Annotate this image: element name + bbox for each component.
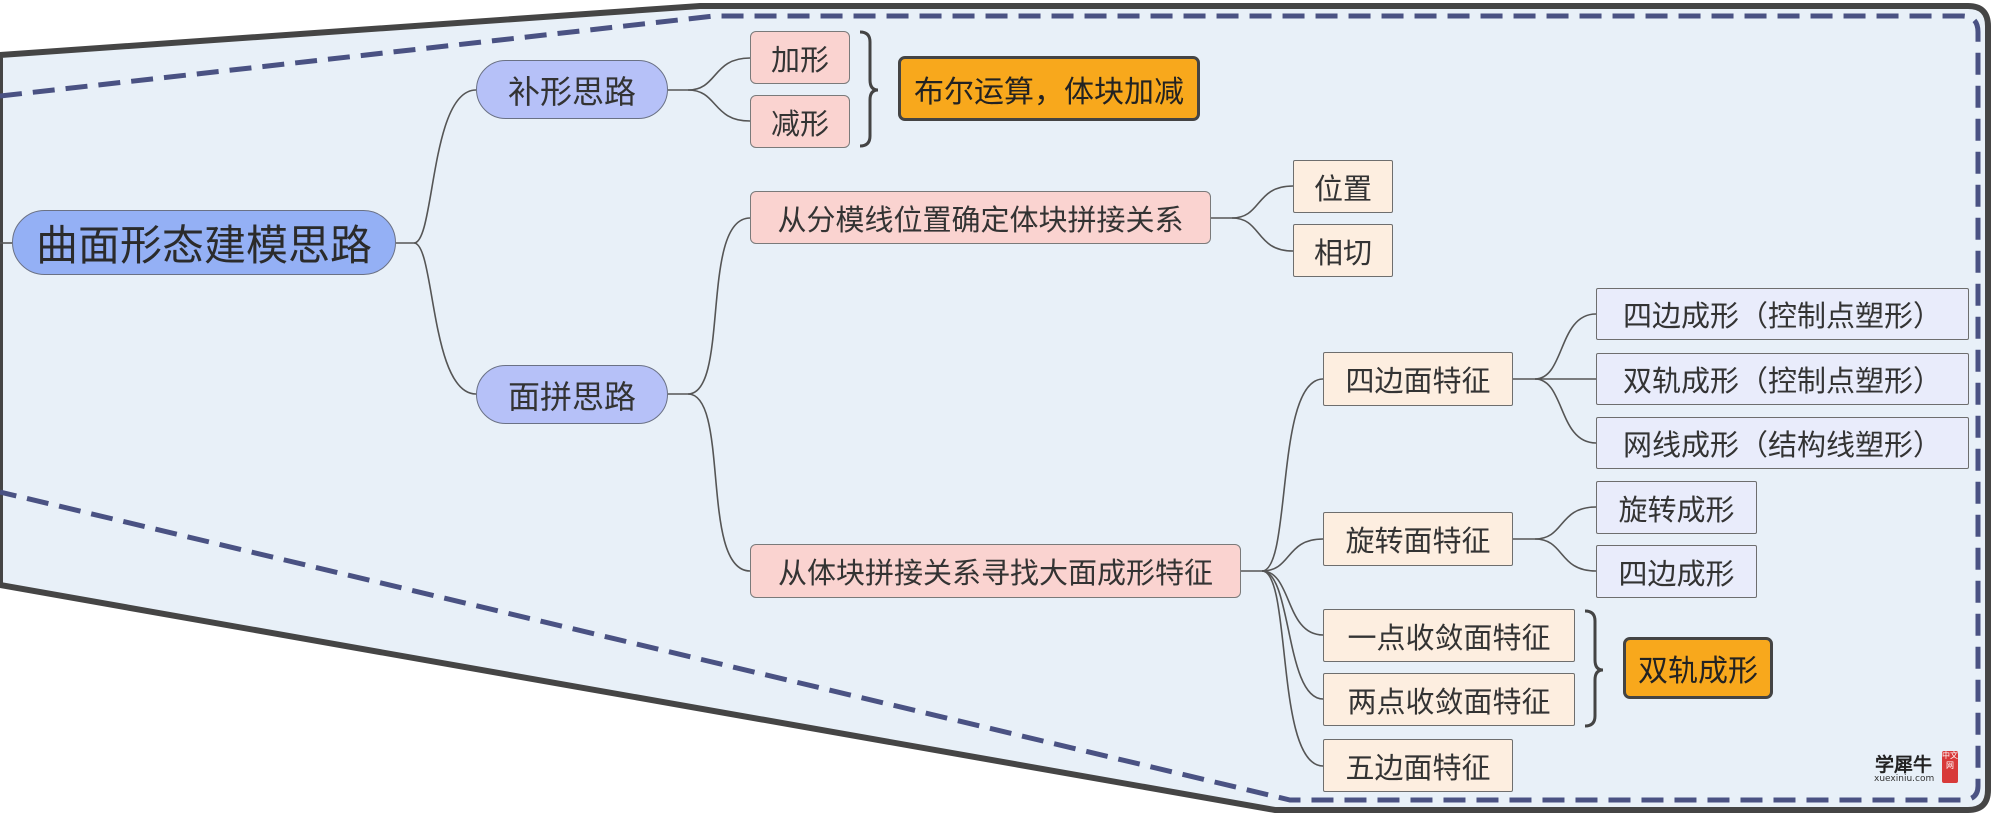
topic-network-form[interactable]: 网线成形（结构线塑形）	[1596, 417, 1969, 469]
brace-add-subtract	[859, 30, 879, 148]
branch-surface-patch-approach[interactable]: 面拼思路	[476, 365, 668, 424]
topic-five-sided-feature[interactable]: 五边面特征	[1323, 739, 1513, 792]
topic-tangent[interactable]: 相切	[1293, 224, 1393, 277]
watermark-seal: 中文网	[1942, 751, 1958, 783]
brace-converge	[1584, 609, 1604, 728]
summary-boolean-operation[interactable]: 布尔运算，体块加减	[898, 56, 1200, 121]
topic-position[interactable]: 位置	[1293, 160, 1393, 213]
topic-revolve-feature[interactable]: 旋转面特征	[1323, 512, 1513, 566]
summary-double-rail-form[interactable]: 双轨成形	[1623, 637, 1773, 699]
root-topic[interactable]: 曲面形态建模思路	[12, 210, 396, 275]
topic-subtract-form[interactable]: 减形	[750, 95, 850, 148]
connector-lines	[0, 57, 1597, 767]
branch-complement-approach[interactable]: 补形思路	[476, 60, 668, 119]
topic-one-point-converge-feature[interactable]: 一点收敛面特征	[1323, 609, 1575, 662]
topic-two-point-converge-feature[interactable]: 两点收敛面特征	[1323, 673, 1575, 726]
topic-revolve-form[interactable]: 旋转成形	[1596, 481, 1757, 534]
topic-parting-line-relation[interactable]: 从分模线位置确定体块拼接关系	[750, 191, 1211, 244]
watermark-name: 学犀牛	[1875, 754, 1933, 776]
watermark-logo: 学犀牛 xuexiniu.com 中文网	[1865, 750, 1963, 786]
topic-add-form[interactable]: 加形	[750, 31, 850, 84]
topic-double-rail-form-cp[interactable]: 双轨成形（控制点塑形）	[1596, 353, 1969, 405]
topic-block-relation-features[interactable]: 从体块拼接关系寻找大面成形特征	[750, 544, 1241, 598]
summary-braces	[859, 30, 1604, 728]
watermark-url: xuexiniu.com	[1874, 774, 1935, 784]
topic-four-edge-form-cp[interactable]: 四边成形（控制点塑形）	[1596, 288, 1969, 340]
topic-four-sided-feature[interactable]: 四边面特征	[1323, 352, 1513, 406]
topic-four-edge-form[interactable]: 四边成形	[1596, 545, 1757, 598]
